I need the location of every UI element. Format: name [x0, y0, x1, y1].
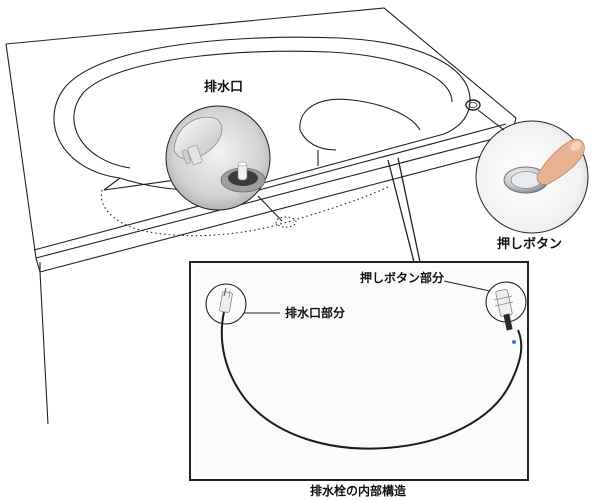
push-button-part-label: 押しボタン部分 — [360, 271, 445, 285]
button-part-leader — [443, 280, 491, 292]
drain-leader-line — [257, 195, 283, 222]
drain-hole — [220, 161, 266, 193]
push-button-photo — [475, 120, 589, 234]
drain-outlet-label: 排水口 — [204, 80, 244, 95]
drain-cap — [173, 116, 223, 165]
drain-outlet-part-label: 排水口部分 — [285, 306, 346, 320]
drain-outlet-photo — [165, 105, 271, 211]
drain-outlet-part — [205, 283, 247, 325]
drain-cable — [220, 311, 523, 450]
push-button-label: 押しボタン — [497, 237, 563, 252]
internal-structure-inset — [189, 261, 529, 481]
button-leader-line — [477, 109, 505, 131]
push-button-part — [485, 281, 527, 344]
inset-caption: 排水栓の内部構造 — [310, 484, 407, 498]
inset-callout-lines — [387, 157, 421, 263]
